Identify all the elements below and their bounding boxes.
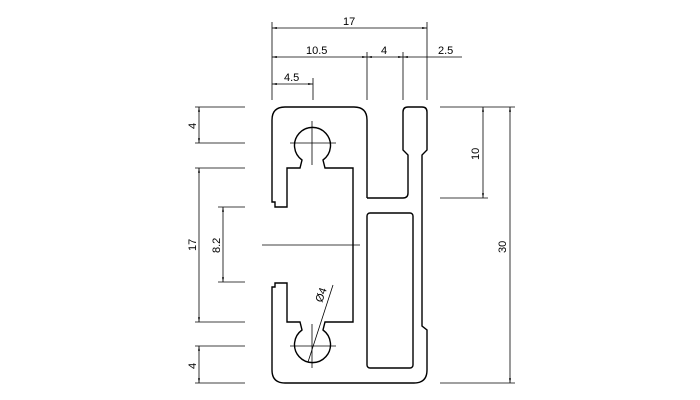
dim-left-bottom-4: 4 <box>187 363 199 369</box>
dim-width-10-5: 10.5 <box>306 45 327 57</box>
hole-diameter-label: Ø4 <box>314 286 330 304</box>
dim-width-4: 4 <box>381 45 387 57</box>
dim-overall-width: 17 <box>343 16 355 28</box>
left-body-outline <box>271 106 428 384</box>
left-dimensions <box>195 106 245 384</box>
dim-left-17: 17 <box>187 239 199 251</box>
dim-right-10: 10 <box>470 148 482 160</box>
dim-width-2-5: 2.5 <box>438 45 453 57</box>
dim-width-4-5: 4.5 <box>284 72 299 84</box>
dim-left-8-2: 8.2 <box>211 238 223 253</box>
right-dimensions <box>440 106 515 384</box>
inner-chamber <box>366 212 414 369</box>
top-dimensions <box>271 22 462 100</box>
dim-left-top-4: 4 <box>187 123 199 129</box>
slot-outline <box>366 106 428 213</box>
profile-outline <box>271 106 428 384</box>
dim-overall-height: 30 <box>497 241 509 253</box>
center-lines <box>262 121 360 368</box>
diameter-leader <box>307 284 334 363</box>
